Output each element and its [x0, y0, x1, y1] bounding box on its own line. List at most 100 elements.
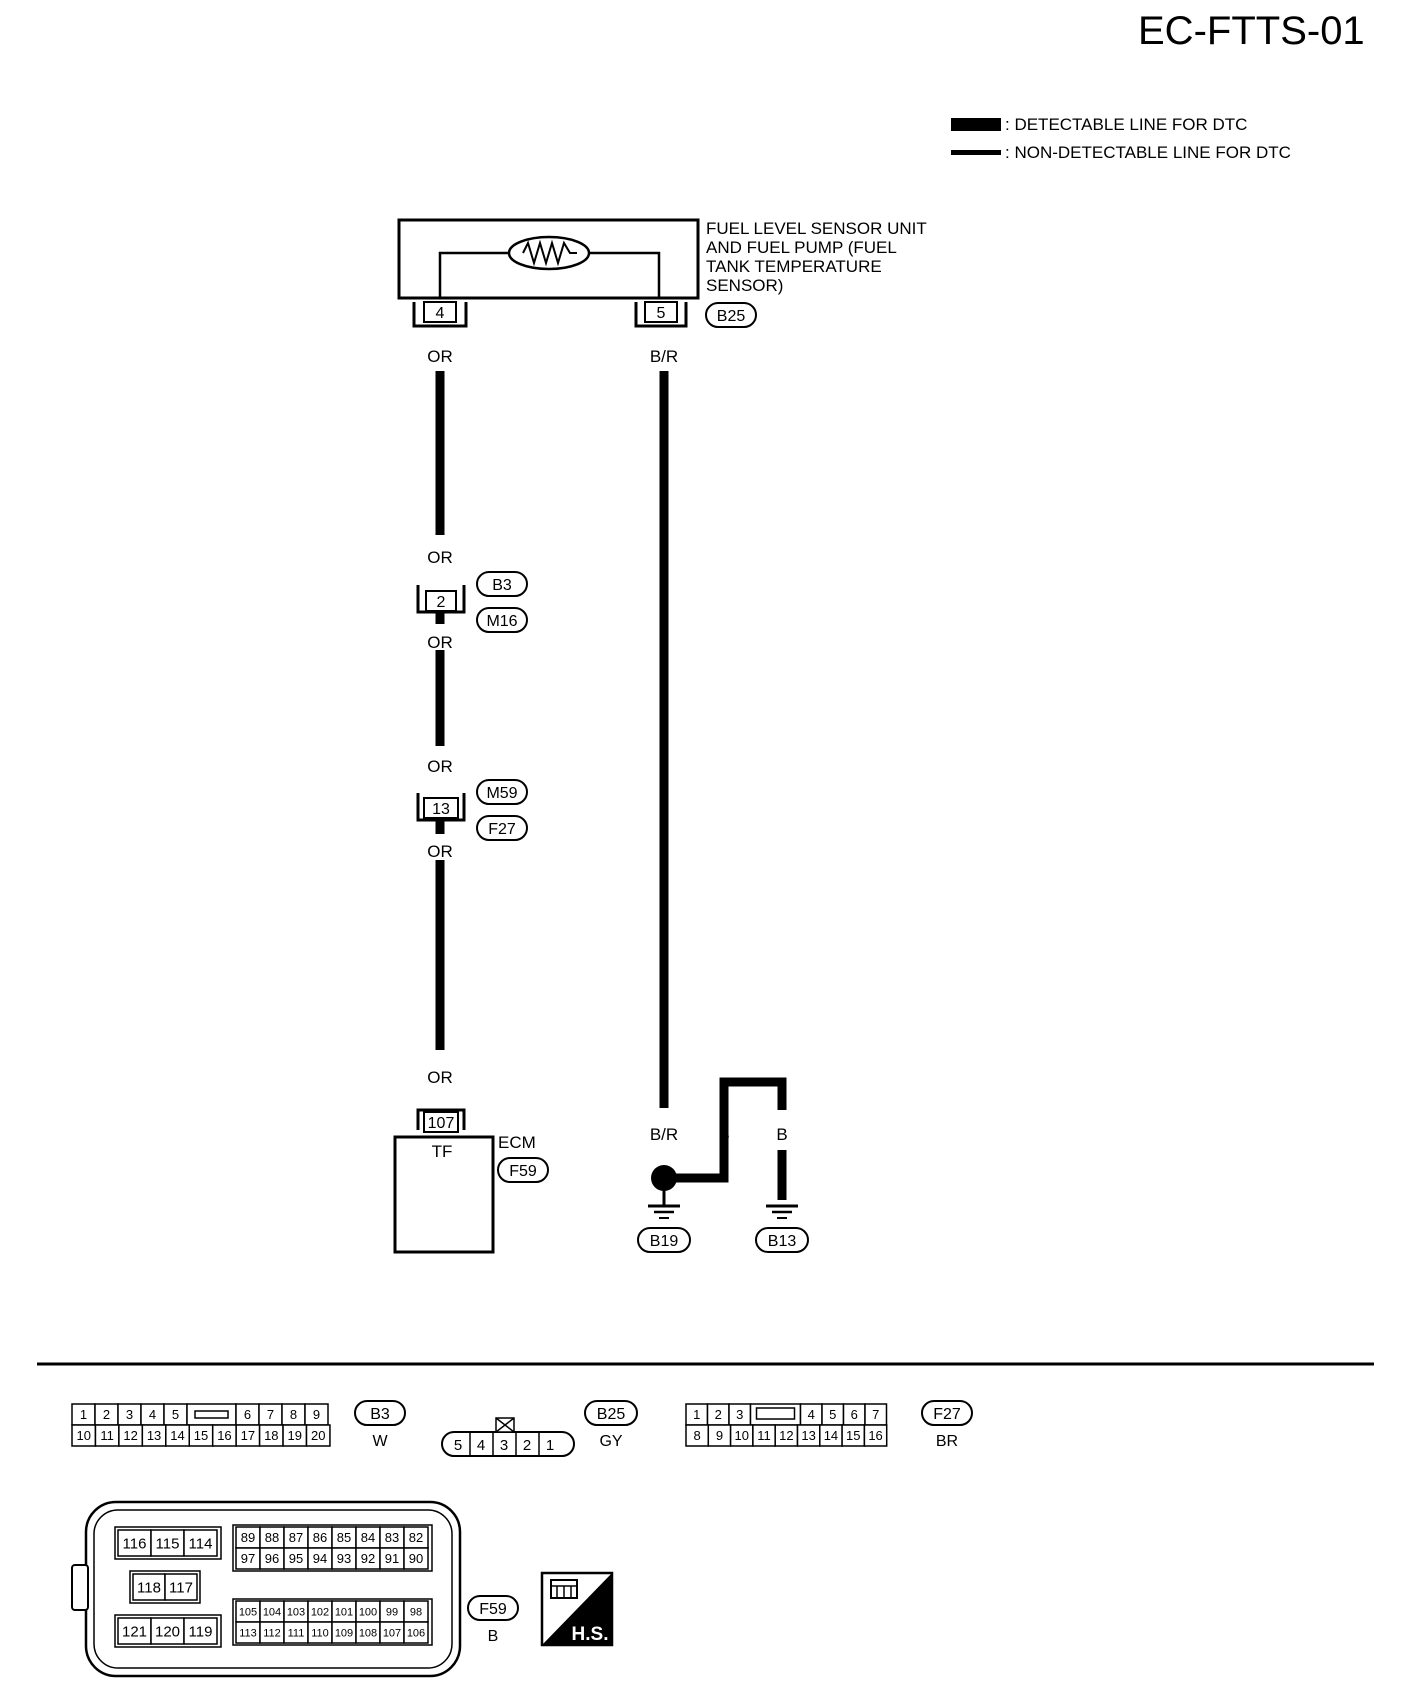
connector-tag — [476, 607, 528, 633]
pin-number: 90 — [409, 1551, 423, 1566]
pin-cell — [403, 1547, 429, 1570]
f59-connector-id: F59 — [479, 1601, 507, 1618]
connector-bracket — [634, 302, 688, 328]
joint-connector-b3-m16: 2 B3 M16 — [416, 571, 528, 633]
pin-cell — [150, 1529, 185, 1557]
pin-number: 5 — [172, 1407, 179, 1422]
pin-number: 9 — [716, 1428, 723, 1443]
pin-number: 100 — [359, 1606, 377, 1618]
connector-tag — [467, 1595, 519, 1621]
pin-number: 7 — [872, 1407, 879, 1422]
hs-symbol: H.S. — [540, 1571, 614, 1647]
connector-tag — [354, 1400, 406, 1426]
pin-number: 114 — [189, 1535, 213, 1552]
or-wire-harness: OR OR OR OR OR OR 2 B3 M16 13 M59 F27 — [416, 347, 528, 1087]
pin-number: 8 — [694, 1428, 701, 1443]
pin-number: 2 — [715, 1407, 722, 1422]
ground-b19: B19 — [650, 1233, 679, 1250]
pin-box — [423, 1111, 459, 1133]
joint2-top-connector: M59 — [486, 785, 517, 802]
pin-cell — [164, 1573, 198, 1601]
page-id: EC-FTTS-01 — [1138, 9, 1365, 53]
ecm-pin: 107 — [428, 1115, 455, 1132]
pin-number: 107 — [383, 1627, 401, 1639]
f27-connector-color: BR — [936, 1433, 958, 1450]
pin-number: 13 — [801, 1428, 815, 1443]
pin-number: 14 — [170, 1428, 184, 1443]
pin-number: 18 — [264, 1428, 278, 1443]
connector-tag — [584, 1400, 638, 1426]
pin-number: 106 — [407, 1627, 425, 1639]
pin-cell — [183, 1529, 218, 1557]
pin-number: 94 — [313, 1551, 327, 1566]
pin-number: 3 — [736, 1407, 743, 1422]
pin-number: 109 — [335, 1627, 353, 1639]
pin-number: 115 — [156, 1535, 180, 1552]
pin-number: 10 — [76, 1428, 90, 1443]
joint1-top-connector: B3 — [492, 577, 512, 594]
sensor-internal-wire — [438, 251, 510, 298]
pin-number: 8 — [290, 1407, 297, 1422]
pin-number: 83 — [385, 1530, 399, 1545]
pin-number: 16 — [217, 1428, 231, 1443]
b3-connector-color: W — [372, 1433, 388, 1450]
pin-number: 120 — [155, 1623, 180, 1640]
connector-latch — [194, 1410, 229, 1419]
pin-number: 111 — [288, 1627, 305, 1639]
pin-cell — [150, 1617, 185, 1645]
pin-number: 96 — [265, 1551, 279, 1566]
pin-number: 104 — [263, 1606, 281, 1618]
ground-harness: B/R B/R B B B19 B13 — [637, 347, 809, 1253]
legend-detectable-label: : DETECTABLE LINE FOR DTC — [1005, 115, 1247, 134]
pin-number: 116 — [123, 1535, 147, 1552]
connector-tag — [755, 1227, 809, 1253]
b25-connector-id: B25 — [597, 1406, 626, 1423]
wire-color-label: OR — [427, 347, 453, 366]
pin-box — [425, 590, 457, 612]
joint1-pin: 2 — [437, 594, 446, 611]
pin-number: 11 — [757, 1428, 771, 1443]
pin-number: 3 — [126, 1407, 133, 1422]
pin-number: 4 — [477, 1437, 485, 1454]
pin-number: 113 — [239, 1627, 257, 1639]
pin-cell — [863, 1424, 888, 1447]
ecm-box — [393, 1135, 495, 1254]
pin-number: 121 — [122, 1623, 147, 1640]
sensor-internal-wire-right — [590, 251, 661, 298]
pin-number: 105 — [239, 1606, 257, 1618]
ground-symbol — [648, 1204, 680, 1219]
wire-color-label: OR — [427, 633, 453, 652]
fuel-level-sensor-unit: FUEL LEVEL SENSOR UNIT AND FUEL PUMP (FU… — [397, 218, 927, 328]
f27-connector-id: F27 — [933, 1406, 961, 1423]
ecm-connector-id: F59 — [509, 1163, 537, 1180]
connector-tag — [476, 815, 528, 841]
pin-number: 108 — [359, 1627, 377, 1639]
pin-number: 88 — [265, 1530, 279, 1545]
pin-number: 16 — [868, 1428, 882, 1443]
pin-number: 6 — [851, 1407, 858, 1422]
sensor-name-line-4: SENSOR) — [706, 276, 783, 295]
wire-color-label: OR — [427, 757, 453, 776]
pin-number: 7 — [267, 1407, 274, 1422]
ecm: 107 TF ECM F59 — [393, 1108, 549, 1254]
connector-tag — [705, 302, 757, 328]
sensor-box — [397, 218, 700, 300]
b25-connector-color: GY — [599, 1433, 622, 1450]
connector-tag — [637, 1227, 691, 1253]
f59-connector-color: B — [488, 1628, 499, 1645]
pin-number: 86 — [313, 1530, 327, 1545]
pin-number: 14 — [824, 1428, 838, 1443]
pin-number: 85 — [337, 1530, 351, 1545]
pin-cell — [132, 1573, 166, 1601]
pin-number: 12 — [123, 1428, 137, 1443]
pin-cell — [117, 1617, 152, 1645]
pin-box — [644, 301, 678, 323]
pin-number: 4 — [808, 1407, 815, 1422]
pin-number: 93 — [337, 1551, 351, 1566]
sensor-pin-left: 4 — [436, 305, 445, 322]
pin-number: 99 — [386, 1606, 398, 1618]
